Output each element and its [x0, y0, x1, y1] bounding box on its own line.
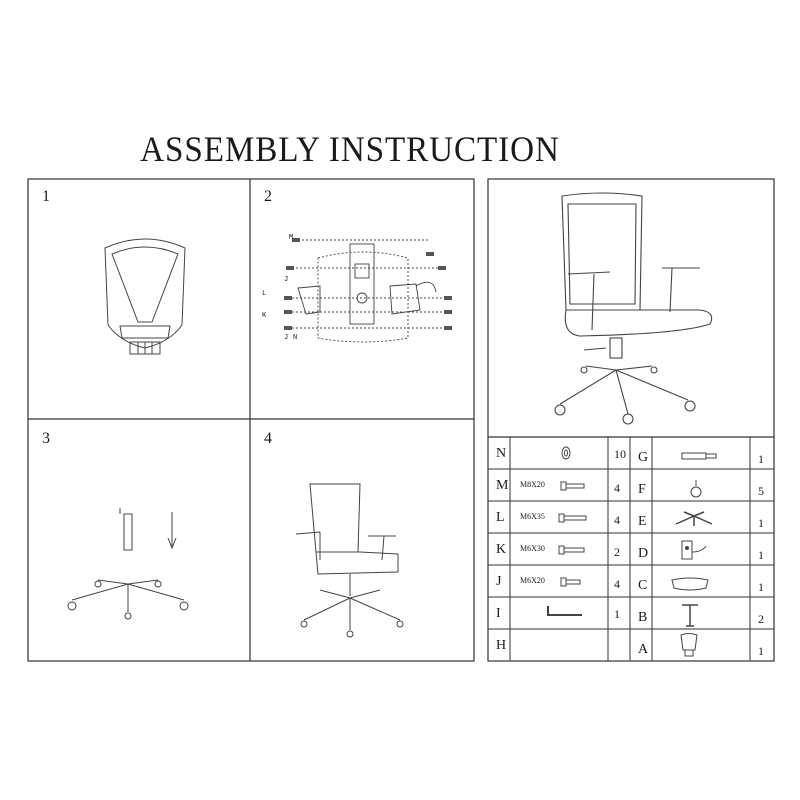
part-qty-k: 2 [614, 545, 620, 559]
part-label-j: J [284, 276, 289, 284]
part-letter-h: H [496, 638, 507, 653]
part-qty-a: 1 [758, 644, 764, 658]
part-qty-i: 1 [614, 607, 620, 621]
step-number-1: 1 [42, 188, 50, 205]
part-letter-a: A [638, 642, 649, 657]
part-letter-l: L [496, 510, 505, 525]
part-letter-b: B [638, 610, 648, 625]
part-qty-j: 4 [614, 577, 620, 591]
parts-table-grid [488, 437, 774, 661]
step4-chair-drawing [295, 483, 404, 638]
step1-backrest-drawing [104, 238, 186, 355]
step2-mechanism-drawing [284, 238, 452, 343]
part-letter-g: G [638, 450, 649, 465]
part-qty-l: 4 [614, 513, 620, 527]
base-icon [675, 511, 713, 526]
complete-chair-illustration [554, 192, 713, 425]
part-label-n: N [293, 334, 298, 342]
part-letter-n: N [496, 446, 507, 461]
part-qty-g: 1 [758, 452, 764, 466]
bolt-icon [558, 545, 585, 555]
step-number-2: 2 [264, 188, 272, 205]
part-letter-m: M [496, 478, 509, 493]
part-qty-n: 10 [614, 447, 626, 461]
part-qty-d: 1 [758, 548, 764, 562]
part-qty-e: 1 [758, 516, 764, 530]
part-code-j: M6X20 [520, 576, 545, 585]
part-letter-d: D [638, 546, 649, 561]
part-qty-f: 5 [758, 484, 764, 498]
part-letter-j: J [496, 574, 502, 589]
part-letter-i: I [496, 606, 501, 621]
seat-icon [671, 577, 709, 591]
bolt-icon [558, 513, 587, 523]
armrest-icon [682, 604, 698, 627]
part-label-j-bottom: J [284, 334, 289, 342]
part-qty-b: 2 [758, 612, 764, 626]
bolt-icon [560, 481, 585, 491]
step-number-4: 4 [264, 430, 272, 447]
part-label-m: M [289, 234, 294, 242]
part-code-m: M8X20 [520, 480, 545, 489]
part-letter-k: K [496, 542, 507, 557]
allen-key-icon [547, 606, 582, 616]
part-letter-e: E [638, 514, 647, 529]
part-code-k: M6X30 [520, 544, 545, 553]
part-label-l: L [262, 290, 267, 298]
part-qty-c: 1 [758, 580, 764, 594]
part-letter-c: C [638, 578, 648, 593]
part-code-l: M6X35 [520, 512, 545, 521]
backrest-icon [680, 633, 698, 657]
caster-icon [690, 480, 702, 498]
gas-lift-icon [681, 452, 717, 460]
bolt-icon [560, 577, 581, 587]
step-number-3: 3 [42, 430, 50, 447]
page-title: ASSEMBLY INSTRUCTION [140, 129, 560, 169]
part-letter-f: F [638, 482, 646, 497]
part-qty-m: 4 [614, 481, 620, 495]
mechanism-icon [681, 540, 707, 560]
washer-icon [561, 446, 571, 460]
part-label-k: K [262, 312, 267, 320]
step3-base-drawing [67, 508, 189, 620]
